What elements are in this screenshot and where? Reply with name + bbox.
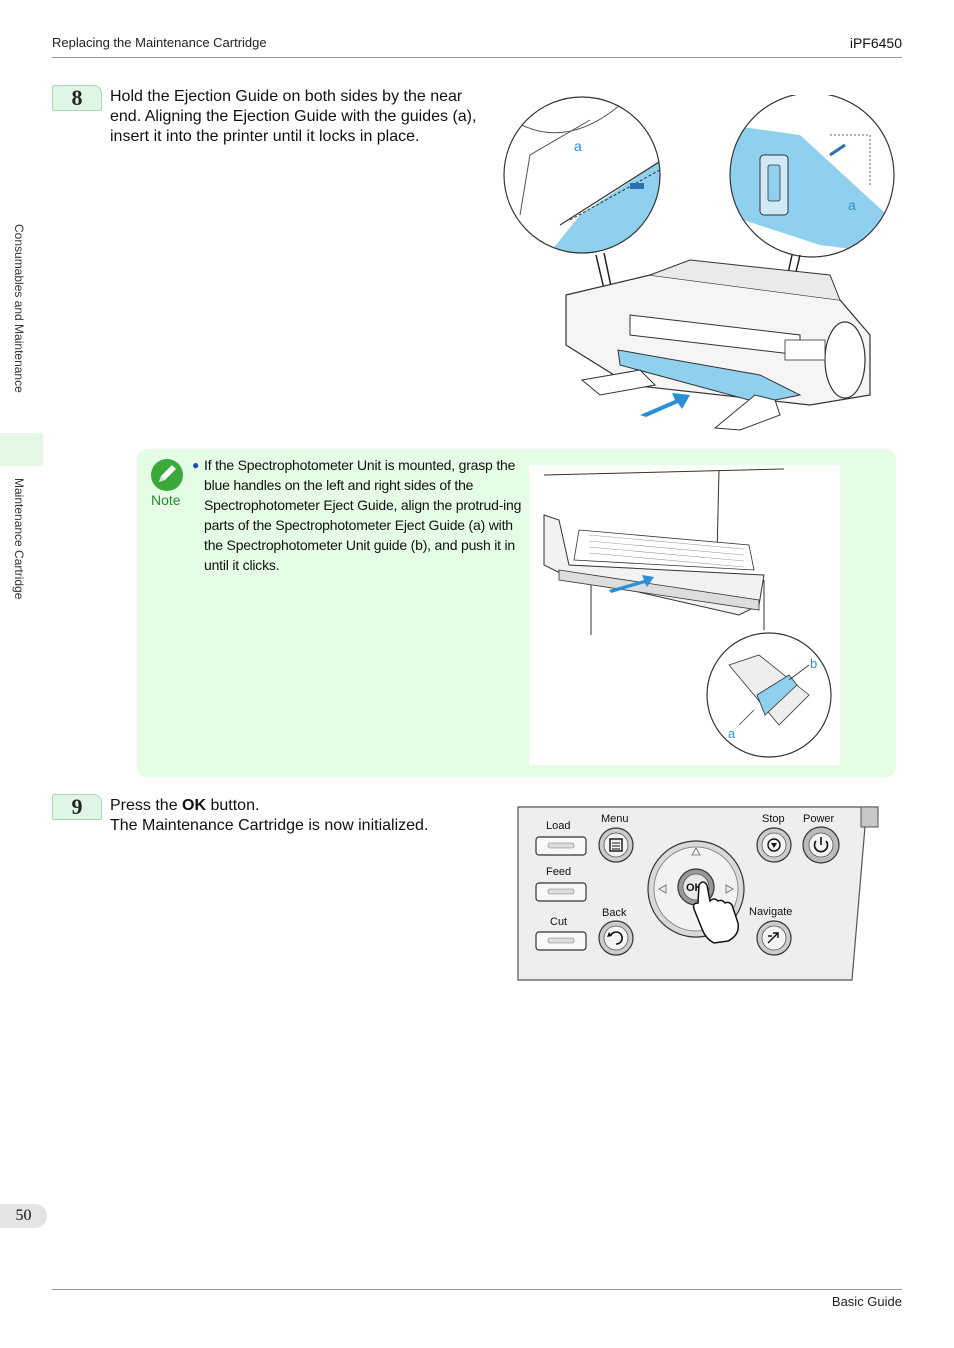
page-number: 50 <box>0 1204 47 1228</box>
panel-navigate-label: Navigate <box>749 906 792 918</box>
step-8-label-a-right: a <box>848 197 856 213</box>
back-arrow-icon <box>610 931 623 945</box>
step-9-line-1: Press the OK button. <box>110 797 260 814</box>
note-label-b: b <box>810 656 817 671</box>
sidebar-topic[interactable]: Maintenance Cartridge <box>12 478 26 600</box>
note-label-a: a <box>728 726 736 741</box>
step-8-label-a-left: a <box>574 138 582 154</box>
panel-load-label: Load <box>546 820 570 832</box>
sidebar-active-marker <box>0 433 43 466</box>
panel-back-label: Back <box>602 907 627 919</box>
header-divider <box>52 57 902 58</box>
panel-cut-label: Cut <box>550 916 567 928</box>
panel-menu-button[interactable] <box>598 827 634 863</box>
dpad-right-icon[interactable] <box>725 884 734 894</box>
panel-feed-label: Feed <box>546 866 571 878</box>
note-bullet-icon: ● <box>192 458 200 472</box>
control-panel-illustration: Load Feed Cut Menu Back Stop Power Navig… <box>517 806 879 981</box>
step-8-badge: 8 <box>52 85 102 111</box>
panel-navigate-button[interactable] <box>756 920 792 956</box>
note-label: Note <box>151 492 181 508</box>
note-bullet-item: ● If the Spectrophotometer Unit is mount… <box>192 455 522 575</box>
dpad-left-icon[interactable] <box>658 884 667 894</box>
panel-power-button[interactable] <box>802 826 840 864</box>
footer-divider <box>52 1289 902 1290</box>
panel-power-label: Power <box>803 813 835 825</box>
step-9-line-2: The Maintenance Cartridge is now initial… <box>110 817 429 834</box>
stop-icon <box>767 838 781 852</box>
power-icon <box>813 840 829 853</box>
header-model: iPF6450 <box>849 35 902 51</box>
hand-pointer-icon <box>692 881 740 944</box>
sidebar-chapter[interactable]: Consumables and Maintenance <box>12 224 26 393</box>
panel-menu-label: Menu <box>601 813 629 825</box>
navigate-icon <box>767 932 779 944</box>
panel-stop-label: Stop <box>762 813 785 825</box>
step-8-text: Hold the Ejection Guide on both sides by… <box>110 88 477 145</box>
step-9-badge: 9 <box>52 794 102 820</box>
ok-word: OK <box>182 797 207 814</box>
panel-stop-button[interactable] <box>756 827 792 863</box>
panel-back-button[interactable] <box>598 920 634 956</box>
footer-guide-title: Basic Guide <box>831 1294 902 1309</box>
step-8-illustration: a a <box>503 95 895 431</box>
step-9-text: Press the OK button. The Maintenance Car… <box>110 796 490 836</box>
note-text: If the Spectrophotometer Unit is mounted… <box>204 457 522 573</box>
header-section-title: Replacing the Maintenance Cartridge <box>52 35 267 50</box>
dpad-up-icon[interactable] <box>691 847 701 856</box>
note-illustration: b a <box>529 465 840 765</box>
note-pencil-icon <box>151 459 183 491</box>
